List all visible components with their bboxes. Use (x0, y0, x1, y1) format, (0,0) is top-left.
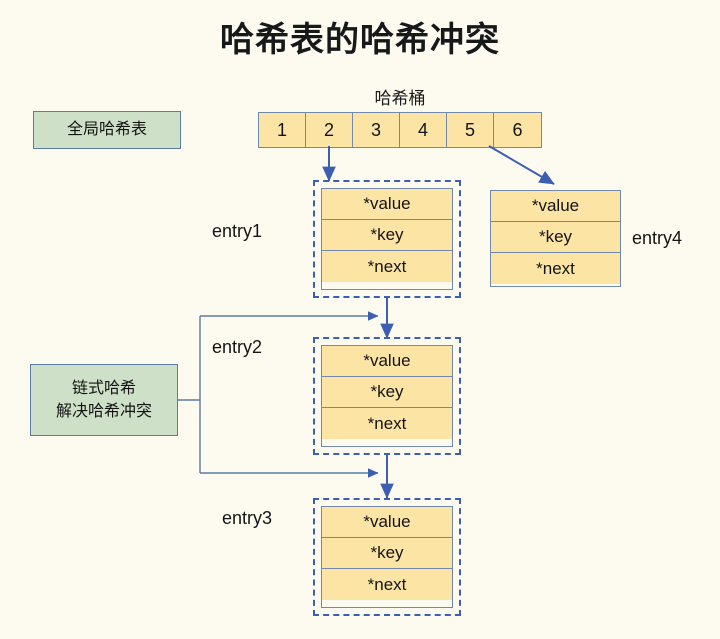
entry-field-key: *key (322, 377, 452, 408)
entry-fields-entry2: *value *key *next (321, 345, 453, 447)
entry-fields-entry1: *value *key *next (321, 188, 453, 290)
connector-bucket5-to-entry4 (488, 145, 555, 185)
annotation-chained-hash: 链式哈希 解决哈希冲突 (30, 364, 178, 436)
hash-bucket-cell-1[interactable]: 1 (259, 113, 306, 147)
entry-node-entry1: *value *key *next (313, 180, 461, 298)
entry-label-entry4: entry4 (632, 228, 683, 248)
page-title: 哈希表的哈希冲突 (220, 21, 500, 59)
hash-bucket-cell-5[interactable]: 5 (447, 113, 494, 147)
annotation-line: 全局哈希表 (66, 121, 147, 139)
entry-node-entry3: *value *key *next (313, 498, 461, 616)
entry-field-key: *key (322, 538, 452, 569)
entry-field-next: *next (322, 569, 452, 600)
annotation-line: 解决哈希冲突 (55, 403, 152, 420)
entry-label-entry2: entry2 (212, 337, 263, 357)
annotation-line: 链式哈希 (71, 379, 136, 397)
annotation-global-hash-table: 全局哈希表 (33, 111, 181, 149)
entry-field-next: *next (491, 253, 620, 284)
entry-field-value: *value (322, 346, 452, 377)
entry-field-value: *value (491, 191, 620, 222)
entry-fields-entry3: *value *key *next (321, 506, 453, 608)
entry-label-entry1: entry1 (212, 221, 263, 241)
entry-node-entry4: *value *key *next (490, 190, 621, 287)
entry-node-entry2: *value *key *next (313, 337, 461, 455)
entry-field-value: *value (322, 189, 452, 220)
entry-field-key: *key (322, 220, 452, 251)
hash-bucket-title: 哈希桶 (374, 89, 426, 108)
entry-field-key: *key (491, 222, 620, 253)
hash-bucket-cell-3[interactable]: 3 (353, 113, 400, 147)
entry-field-next: *next (322, 408, 452, 439)
hash-bucket-cell-4[interactable]: 4 (400, 113, 447, 147)
entry-field-next: *next (322, 251, 452, 282)
entry-fields-entry4: *value *key *next (490, 190, 621, 287)
hash-bucket-cell-2[interactable]: 2 (306, 113, 353, 147)
hash-bucket-cell-6[interactable]: 6 (494, 113, 541, 147)
entry-field-value: *value (322, 507, 452, 538)
entry-label-entry3: entry3 (222, 508, 273, 528)
